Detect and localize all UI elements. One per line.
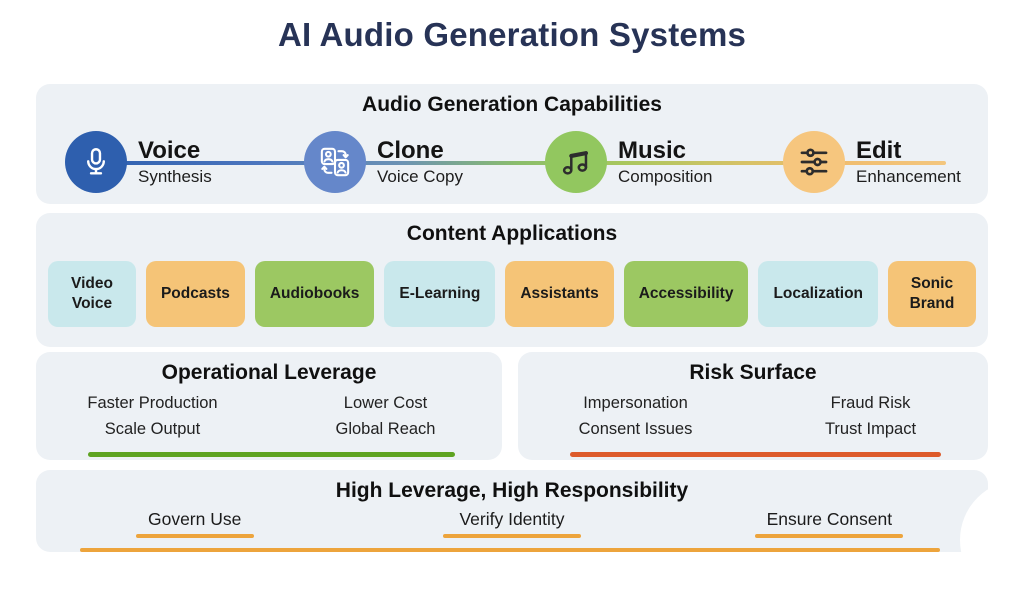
page-title: AI Audio Generation Systems bbox=[277, 16, 747, 53]
footer-item-underline bbox=[442, 534, 581, 538]
capability-title: Music bbox=[618, 137, 687, 164]
footer-item-verify-identity: Verify Identity bbox=[353, 509, 670, 538]
chip-e-learning: E-Learning bbox=[384, 261, 496, 327]
chip-accessibility: Accessibility bbox=[623, 261, 749, 327]
leverage-item: Scale Output bbox=[104, 420, 201, 438]
application-chips: Video Voice Podcasts Audiobooks E-Learni… bbox=[48, 261, 976, 327]
chip-localization: Localization bbox=[758, 261, 879, 327]
risk-surface-panel: Risk Surface Impersonation Fraud Risk Co… bbox=[518, 352, 988, 460]
footer-bottom-bar bbox=[80, 548, 940, 552]
music-note-icon bbox=[558, 144, 594, 180]
capabilities-header: Audio Generation Capabilities bbox=[362, 93, 662, 116]
risk-item: Impersonation bbox=[583, 394, 688, 412]
leverage-item: Faster Production bbox=[87, 394, 218, 412]
chip-audiobooks: Audiobooks bbox=[254, 261, 375, 327]
sliders-icon bbox=[797, 145, 831, 179]
footer-item-label: Govern Use bbox=[147, 509, 242, 529]
capability-subtitle: Composition bbox=[618, 167, 713, 186]
risk-surface-header: Risk Surface bbox=[689, 361, 817, 384]
capability-title: Voice bbox=[138, 137, 201, 164]
responsibility-header: High Leverage, High Responsibility bbox=[335, 479, 689, 502]
clone-icon-circle bbox=[304, 131, 366, 193]
capability-title: Clone bbox=[377, 137, 444, 164]
risk-item: Fraud Risk bbox=[830, 394, 911, 412]
footer-item-govern-use: Govern Use bbox=[36, 509, 353, 538]
capability-subtitle: Synthesis bbox=[138, 167, 212, 186]
chip-podcasts: Podcasts bbox=[145, 261, 245, 327]
risk-underline bbox=[570, 452, 941, 457]
chip-assistants: Assistants bbox=[505, 261, 614, 327]
capability-music: Music Composition bbox=[545, 131, 713, 193]
footer-item-ensure-consent: Ensure Consent bbox=[671, 509, 988, 538]
capabilities-panel: Audio Generation Capabilities Voice Synt… bbox=[36, 84, 988, 204]
risk-item: Consent Issues bbox=[578, 420, 693, 438]
capability-edit: Edit Enhancement bbox=[783, 131, 961, 193]
operational-leverage-panel: Operational Leverage Faster Production L… bbox=[36, 352, 502, 460]
capability-subtitle: Voice Copy bbox=[377, 167, 463, 186]
chip-sonic-brand: Sonic Brand bbox=[887, 261, 976, 327]
footer-item-label: Ensure Consent bbox=[766, 509, 893, 529]
capability-clone: Clone Voice Copy bbox=[304, 131, 463, 193]
leverage-item: Lower Cost bbox=[343, 394, 428, 412]
footer-item-underline bbox=[755, 534, 904, 538]
capability-title: Edit bbox=[856, 137, 902, 164]
footer-item-label: Verify Identity bbox=[459, 509, 565, 529]
applications-panel: Content Applications Video Voice Podcast… bbox=[36, 213, 988, 347]
capability-voice: Voice Synthesis bbox=[65, 131, 212, 193]
capability-subtitle: Enhancement bbox=[856, 167, 961, 186]
edit-icon-circle bbox=[783, 131, 845, 193]
operational-leverage-header: Operational Leverage bbox=[161, 361, 377, 384]
risk-item: Trust Impact bbox=[824, 420, 917, 438]
capability-flow-line bbox=[94, 161, 946, 165]
leverage-item: Global Reach bbox=[335, 420, 436, 438]
footer-item-underline bbox=[135, 534, 254, 538]
leverage-underline bbox=[88, 452, 455, 457]
applications-header: Content Applications bbox=[406, 222, 618, 245]
chip-video-voice: Video Voice bbox=[48, 261, 136, 327]
microphone-icon bbox=[79, 145, 113, 179]
responsibility-panel: High Leverage, High Responsibility Gover… bbox=[36, 470, 988, 552]
clone-icon bbox=[317, 144, 353, 180]
voice-icon-circle bbox=[65, 131, 127, 193]
music-icon-circle bbox=[545, 131, 607, 193]
